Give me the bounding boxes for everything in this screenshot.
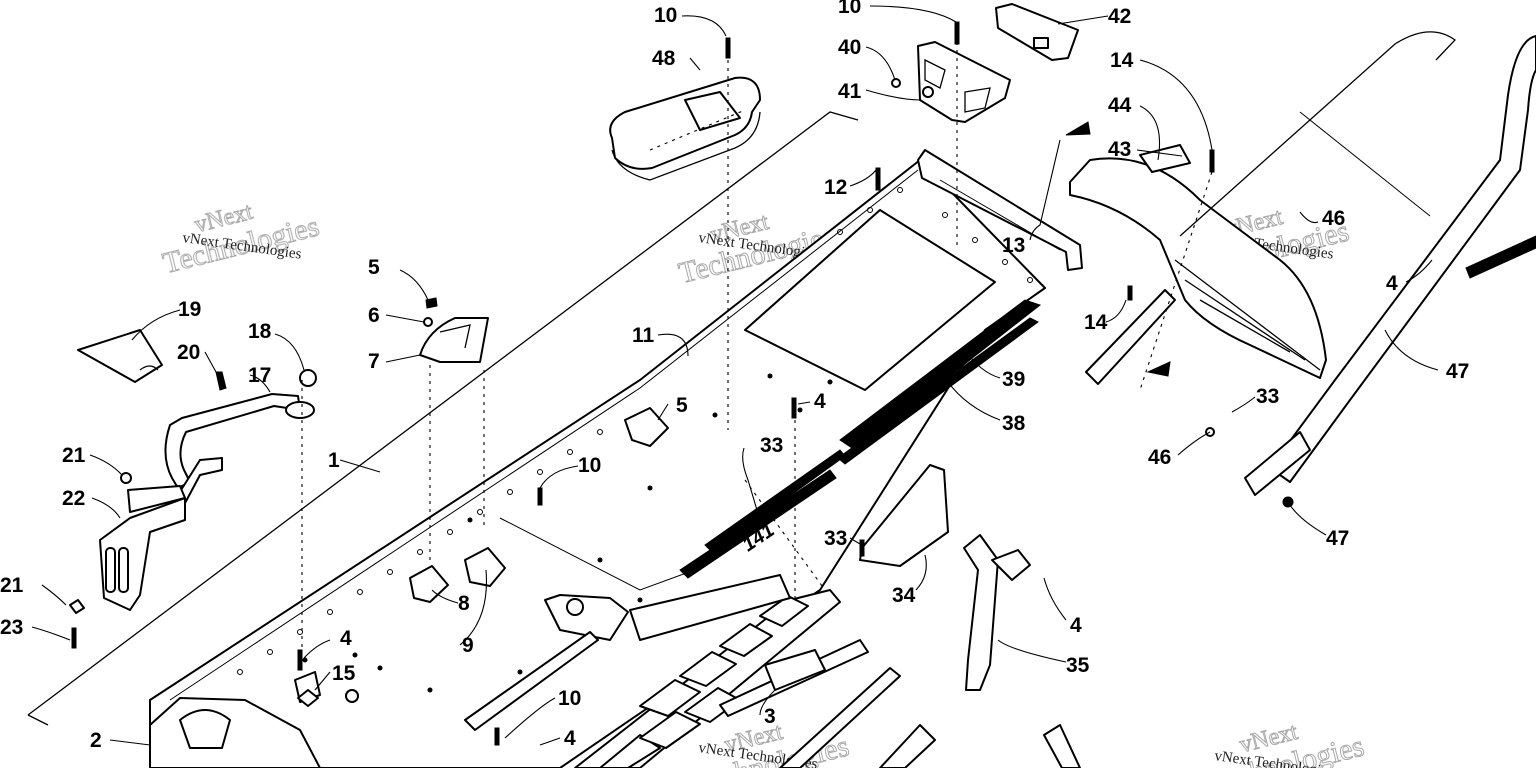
callout-37: 39 bbox=[1002, 368, 1025, 391]
part-41-snow-flap bbox=[1069, 144, 1327, 379]
callout-33: 33 bbox=[760, 434, 783, 457]
part-48-seat-pad bbox=[609, 76, 761, 181]
callout-numbers: 10 10 42 48 40 41 14 44 43 46 12 13 14 4… bbox=[0, 0, 1469, 752]
callout-4: 4 bbox=[1386, 272, 1398, 295]
callout-10: 10 bbox=[558, 687, 581, 710]
callout-42: 44 bbox=[1108, 94, 1132, 117]
part-rail-lower bbox=[779, 667, 901, 768]
part-10-rod bbox=[464, 631, 599, 731]
part-44-rear-bumper bbox=[1179, 31, 1536, 496]
callout-10: 10 bbox=[578, 454, 601, 477]
part-42-decal bbox=[1139, 144, 1191, 173]
callout-34: 34 bbox=[892, 584, 916, 607]
callout-11: 11 bbox=[632, 324, 655, 347]
direction-arrow-up bbox=[1065, 121, 1091, 136]
part-9-pad bbox=[464, 547, 506, 587]
callout-6: 6 bbox=[368, 304, 380, 327]
callout-5: 5 bbox=[676, 394, 688, 417]
callout-41: 43 bbox=[1108, 138, 1131, 161]
callout-12: 12 bbox=[824, 176, 847, 199]
callout-2: 2 bbox=[90, 729, 102, 752]
part-19-edge bbox=[139, 365, 159, 371]
callout-10: 10 bbox=[838, 0, 861, 18]
callout-20: 20 bbox=[177, 341, 200, 364]
part-2-frame-end bbox=[149, 671, 321, 768]
callout-9: 9 bbox=[462, 634, 474, 657]
callout-22: 22 bbox=[62, 487, 85, 510]
part-bumper-end bbox=[879, 724, 936, 768]
callout-19: 19 bbox=[178, 298, 201, 321]
callout-14: 14 bbox=[1110, 49, 1134, 72]
rail-holes bbox=[237, 187, 1033, 675]
leader-lines bbox=[31, 5, 1439, 746]
callout-21: 21 bbox=[0, 574, 24, 597]
running-board bbox=[574, 589, 841, 768]
part-mount-block bbox=[544, 574, 791, 641]
callout-1: 1 bbox=[328, 449, 340, 472]
part-13-bracket bbox=[917, 149, 1083, 271]
callout-44: 47 bbox=[1446, 360, 1469, 383]
callout-15: 15 bbox=[332, 662, 356, 685]
callout-23: 23 bbox=[0, 616, 23, 639]
callout-8: 8 bbox=[458, 592, 470, 615]
part-7-bracket bbox=[419, 317, 489, 363]
callout-39: 41 bbox=[838, 80, 862, 103]
part-17-grab-handle bbox=[164, 393, 315, 506]
part-5-pad bbox=[624, 407, 669, 447]
callout-33: 33 bbox=[1256, 385, 1279, 408]
part-35-strut bbox=[963, 534, 1031, 691]
tunnel-access-panel bbox=[744, 209, 996, 391]
callout-21: 21 bbox=[62, 444, 86, 467]
part-19-cover bbox=[77, 329, 163, 383]
direction-arrow-down bbox=[1146, 361, 1171, 377]
callout-38: 40 bbox=[838, 36, 861, 59]
callout-10: 10 bbox=[654, 4, 677, 27]
stripe-decal-36 bbox=[839, 299, 1042, 451]
part-39-taillight-housing bbox=[917, 41, 1011, 123]
callout-4: 4 bbox=[340, 627, 352, 650]
part-3-bracket bbox=[764, 649, 826, 691]
part-bracket-lower-right bbox=[1043, 724, 1081, 768]
callout-14: 14 bbox=[1084, 311, 1108, 334]
callout-4: 4 bbox=[1070, 614, 1082, 637]
stripe-decal-mid bbox=[704, 449, 846, 553]
callout-47: 47 bbox=[1326, 527, 1349, 550]
part-14-strap bbox=[1085, 289, 1176, 385]
fasteners bbox=[69, 21, 1294, 746]
callout-4: 4 bbox=[814, 390, 826, 413]
tunnel-assembly: 141 bbox=[149, 159, 1046, 768]
assembly-axes bbox=[301, 42, 1213, 650]
callout-40: 42 bbox=[1108, 5, 1131, 28]
part-8-pad bbox=[409, 565, 449, 603]
callout-4: 4 bbox=[564, 727, 576, 750]
callout-5: 5 bbox=[368, 256, 380, 279]
callout-17: 17 bbox=[248, 364, 271, 387]
callout-3: 3 bbox=[764, 705, 776, 728]
callout-33: 33 bbox=[824, 527, 847, 550]
callout-13: 13 bbox=[1002, 234, 1025, 257]
callout-7: 7 bbox=[368, 350, 380, 373]
tunnel-frame-outline bbox=[27, 111, 859, 716]
callout-36: 38 bbox=[1002, 412, 1026, 435]
callout-43: 46 bbox=[1322, 207, 1345, 230]
part-34-plate bbox=[859, 464, 949, 567]
callout-48: 48 bbox=[652, 47, 676, 70]
tunnel-frame-corner bbox=[27, 714, 49, 726]
callout-18: 18 bbox=[248, 320, 272, 343]
callout-46: 46 bbox=[1148, 446, 1171, 469]
part-22-bracket bbox=[99, 485, 186, 611]
callout-35: 35 bbox=[1066, 654, 1090, 677]
plate-holes bbox=[302, 373, 863, 693]
part-40-taillight-lens bbox=[995, 3, 1079, 61]
stripe-decal-37 bbox=[837, 317, 1039, 465]
